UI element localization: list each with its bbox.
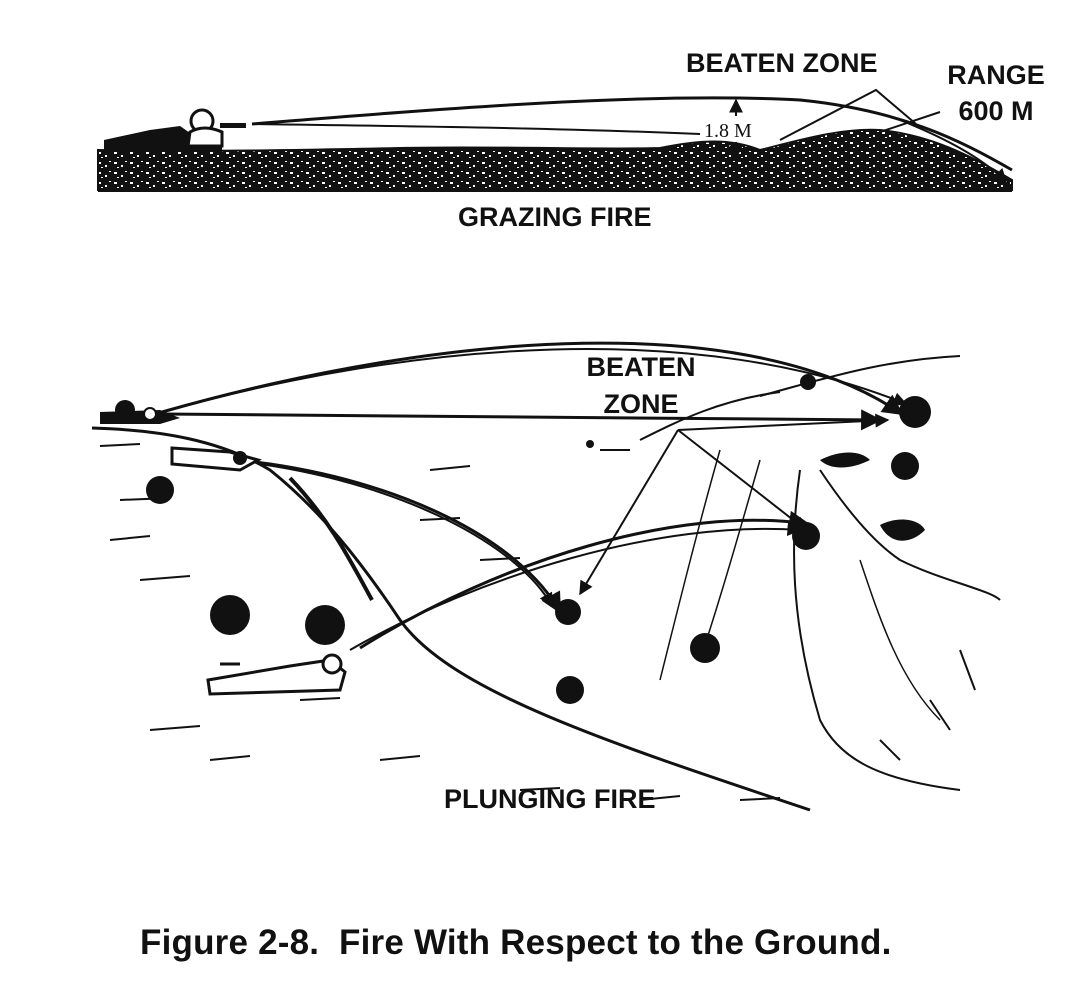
plunging-trajectories (161, 341, 908, 651)
range-label: RANGE 600 M (940, 62, 1052, 125)
grazing-fire-panel (97, 88, 1013, 192)
plunging-beaten-zone-label: BEATEN ZONE (566, 354, 716, 418)
plunging-beaten-line1: BEATEN (586, 352, 696, 382)
grazing-lower-trajectory (251, 123, 701, 135)
range-leader-line (879, 111, 941, 133)
plunging-gunner-middle (170, 446, 262, 472)
grazing-gunner (104, 108, 246, 152)
grazing-trajectory (251, 96, 1013, 172)
plunging-gunner-bottom (206, 653, 347, 696)
plunging-fire-panel (91, 341, 1001, 812)
figure-caption: Figure 2-8. Fire With Respect to the Gro… (140, 923, 892, 962)
height-marker-label: 1.8 M (704, 120, 752, 142)
grazing-ground (97, 128, 1013, 191)
range-label-line1: RANGE (947, 60, 1045, 90)
grazing-impact-arrow (899, 119, 1007, 184)
grazing-fire-title: GRAZING FIRE (458, 202, 652, 232)
range-label-line2: 600 M (958, 96, 1034, 126)
grazing-beaten-zone-leaders (779, 88, 917, 141)
grazing-beaten-zone-label: BEATEN ZONE (686, 48, 878, 78)
plunging-beaten-line2: ZONE (603, 389, 679, 419)
plunging-beaten-zone-leaders (579, 413, 890, 596)
plunging-fire-title: PLUNGING FIRE (444, 784, 656, 814)
plunging-terrain (91, 355, 1001, 812)
plunging-gunner-top (100, 407, 180, 424)
